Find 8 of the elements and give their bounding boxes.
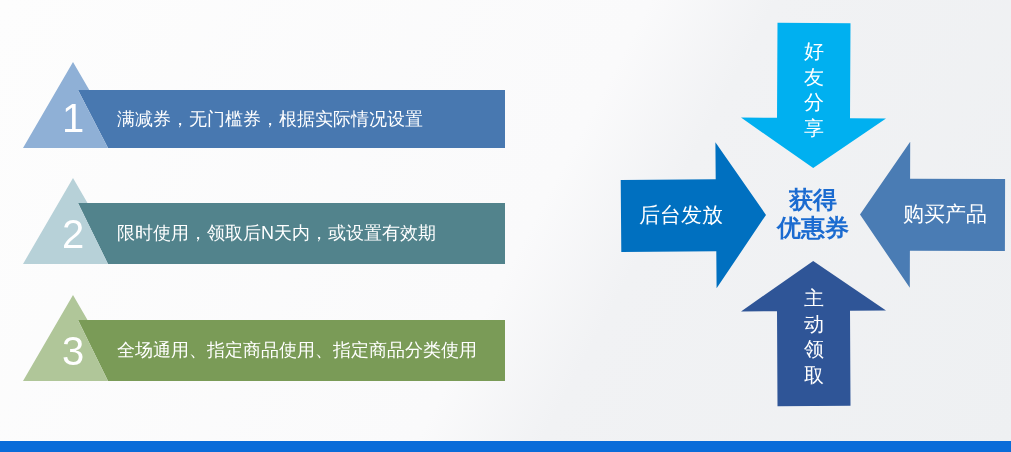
- edge-label: 购买产品: [903, 202, 987, 226]
- edge-label: 好友分享: [804, 39, 824, 141]
- edge-label: 主动领取: [804, 286, 824, 388]
- edge-label: 后台发放: [639, 203, 723, 227]
- number-triangle: 3: [23, 295, 108, 381]
- number-triangle: 2: [23, 178, 108, 264]
- center-title: 获得优惠券: [766, 168, 860, 261]
- number-triangle: 1: [23, 62, 108, 148]
